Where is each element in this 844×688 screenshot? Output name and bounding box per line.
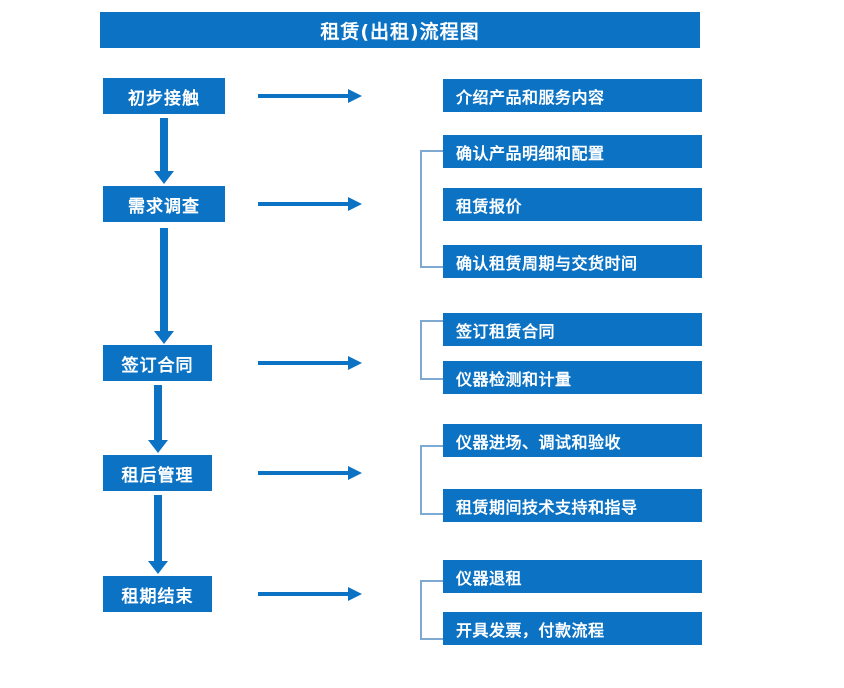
detail-box-instrument-inspection[interactable]: 仪器检测和计量 [443,361,702,394]
horizontal-arrow-post-rental-management [258,466,362,480]
detail-box-confirm-product-details[interactable]: 确认产品明细和配置 [443,135,702,168]
stage-box-rental-period-end[interactable]: 租期结束 [103,576,212,612]
bracket-post-rental-group [420,445,443,515]
stage-box-sign-contract[interactable]: 签订合同 [103,345,212,381]
page-title: 租赁(出租)流程图 [100,12,700,48]
bracket-contract-group [420,320,443,380]
vertical-arrow-survey-to-contract [154,228,174,344]
detail-box-rental-quotation[interactable]: 租赁报价 [443,188,702,221]
bracket-rental-end-group [420,580,443,640]
detail-box-introduce-products[interactable]: 介绍产品和服务内容 [443,79,702,112]
detail-box-instrument-entry-debug-acceptance[interactable]: 仪器进场、调试和验收 [443,424,702,457]
vertical-arrow-contact-to-survey [154,118,174,184]
horizontal-arrow-sign-contract [258,356,362,370]
horizontal-arrow-needs-survey [258,197,362,211]
bracket-needs-survey-group [420,150,443,268]
stage-box-post-rental-management[interactable]: 租后管理 [103,455,212,491]
stage-box-needs-survey[interactable]: 需求调查 [103,186,225,222]
vertical-arrow-management-to-end [148,495,168,574]
stage-box-initial-contact[interactable]: 初步接触 [103,78,225,114]
detail-box-invoice-payment[interactable]: 开具发票，付款流程 [443,612,702,645]
detail-box-instrument-return[interactable]: 仪器退租 [443,560,702,593]
horizontal-arrow-initial-contact [258,89,362,103]
detail-box-confirm-rental-period[interactable]: 确认租赁周期与交货时间 [443,245,702,278]
vertical-arrow-contract-to-management [148,385,168,453]
detail-box-technical-support[interactable]: 租赁期间技术支持和指导 [443,489,702,522]
horizontal-arrow-rental-period-end [258,587,362,601]
detail-box-sign-rental-contract[interactable]: 签订租赁合同 [443,313,702,346]
